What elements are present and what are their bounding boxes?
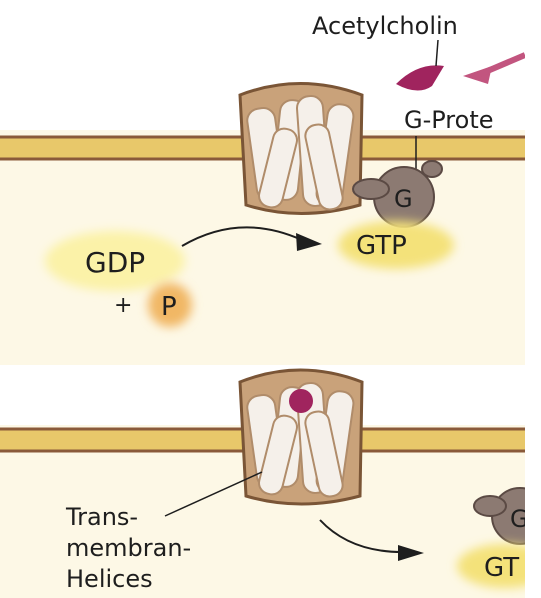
right-margin xyxy=(525,0,541,598)
transmembrane-label-line1: Trans- xyxy=(65,503,138,531)
g-protein-label: G-Prote xyxy=(404,106,494,134)
transmembrane-label-line3: Helices xyxy=(66,565,153,593)
phosphate-label: P xyxy=(161,292,177,322)
plus-sign: + xyxy=(114,293,132,318)
gtp-bottom-label: GT xyxy=(484,553,519,583)
gdp-label: GDP xyxy=(85,246,145,279)
bound-acetylcholine xyxy=(289,389,313,413)
g-subunit-label: G xyxy=(394,185,413,213)
transmembrane-label-line2: membran- xyxy=(66,534,191,562)
receptor-top xyxy=(240,84,362,214)
gtp-label: GTP xyxy=(356,231,407,261)
acetylcholine-label: Acetylcholin xyxy=(312,12,458,40)
